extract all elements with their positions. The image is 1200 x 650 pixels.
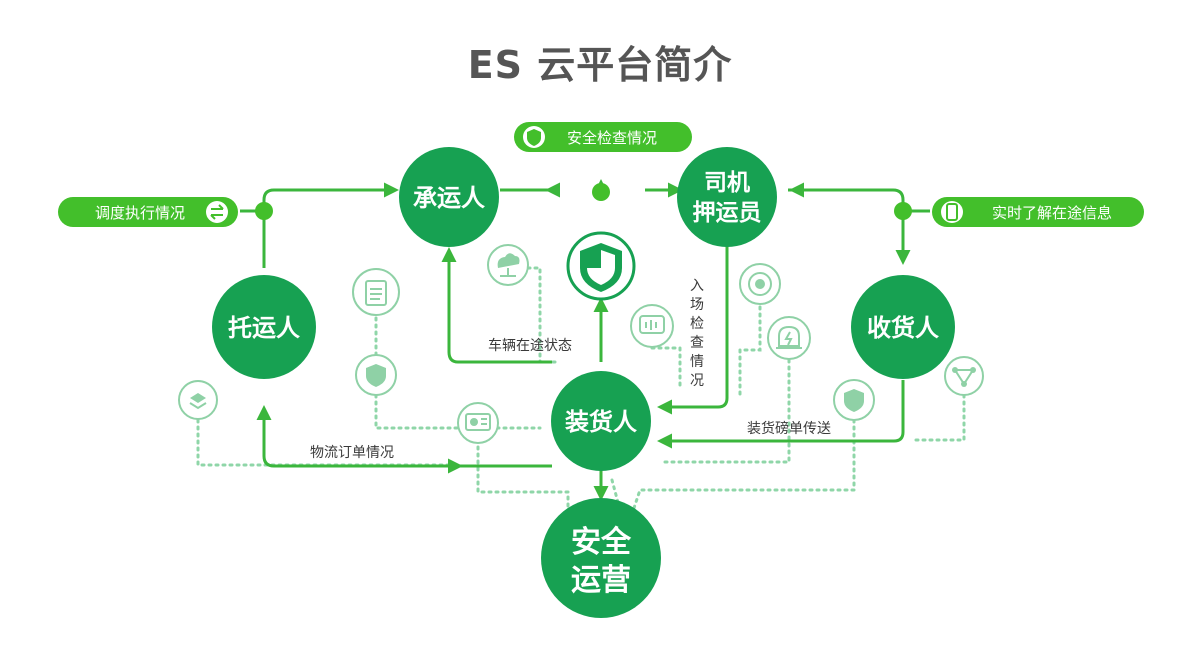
node-consignee-label: 收货人 [867,314,939,342]
entry-check-char: 场 [690,297,704,313]
node-loader-label: 装货人 [565,408,637,436]
cloud-network-icon [487,244,529,286]
shield-icon [566,231,636,301]
pill-dispatch-label: 调度执行情况 [95,204,185,222]
pill-safety-check-label: 安全检查情况 [567,129,657,147]
node-carrier: 承运人 [399,147,499,247]
shield-right-icon [833,379,875,421]
page-title: ES 云平台简介 [467,43,733,87]
junction-dots [255,183,912,220]
pill-realtime-label: 实时了解在途信息 [992,204,1112,222]
node-loader: 装货人 [551,371,651,471]
node-driver-label-2: 押运员 [693,200,762,226]
voice-chat-icon [630,304,674,348]
node-safety-label-1: 安全 [571,525,632,560]
entry-check-char: 查 [690,335,704,351]
shield-mini-icon [527,129,541,146]
node-consignee: 收货人 [851,275,955,379]
ai-sync-icon [739,263,781,305]
line-weighbridge [657,380,905,449]
node-safety: 安全 运营 [541,498,661,618]
entry-check-char: 入 [690,278,704,294]
edge-label-weighbridge: 装货磅单传送 [747,420,831,437]
phone-icon [946,203,958,221]
entry-check-char: 检 [690,316,704,332]
monitor-chart-icon [457,402,499,444]
shield-small-icon [355,354,397,396]
edge-label-vehicle-status: 车辆在途状态 [488,337,572,354]
alarm-light-icon [767,316,811,360]
entry-check-char: 情 [690,354,704,370]
line-entry-check [657,238,729,415]
node-shipper: 托运人 [212,275,316,379]
share-nodes-icon [944,356,984,396]
pill-safety-check: 安全检查情况 [514,122,692,152]
pill-dispatch: 调度执行情况 [58,197,238,227]
line-shipper-to-carrier [262,182,399,268]
edge-label-logistics-order: 物流订单情况 [310,445,394,461]
node-shipper-label: 托运人 [228,314,300,342]
edge-label-entry-check: 入 场 检 查 情 况 [690,278,704,389]
layers-sync-icon [178,380,218,420]
flow-lines [240,182,930,501]
line-logistics [256,405,552,468]
clipboard-icon [352,268,400,316]
node-carrier-label: 承运人 [413,184,485,212]
line-vehicle-status [441,247,552,364]
node-safety-label-2: 运营 [571,563,631,598]
pill-realtime: 实时了解在途信息 [932,197,1144,227]
node-driver: 司机 押运员 [677,147,777,247]
node-driver-label-1: 司机 [704,170,750,196]
entry-check-char: 况 [690,373,704,389]
arrows-swap-icon [210,204,224,220]
line-driver-consignee [788,188,911,265]
